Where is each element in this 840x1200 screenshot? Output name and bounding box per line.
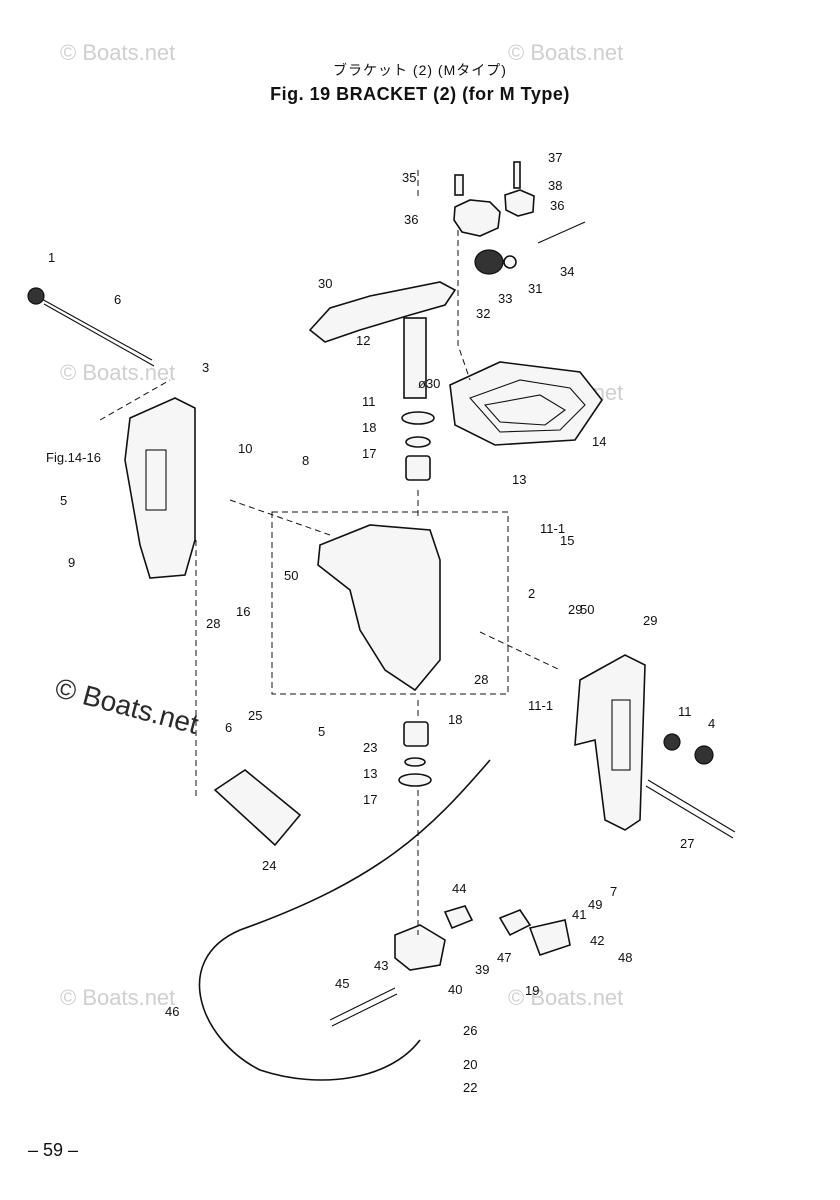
part-callout: 22: [463, 1080, 477, 1095]
part-callout: 16: [236, 604, 250, 619]
part-callout: 32: [476, 306, 490, 321]
part-callout: 39: [475, 962, 489, 977]
part-callout: 18: [448, 712, 462, 727]
part-callout: 2: [528, 586, 535, 601]
watermark: © Boats.net: [60, 40, 176, 65]
part-callout: 14: [592, 434, 606, 449]
part-callout: 29: [643, 613, 657, 628]
part-callout: 17: [363, 792, 377, 807]
page-number: – 59 –: [28, 1140, 79, 1160]
part-callout: 50: [580, 602, 594, 617]
lower-cover-outline: [449, 361, 603, 446]
part-callout: 17: [362, 446, 376, 461]
part-callout: 18: [362, 420, 376, 435]
figure-title: Fig. 19 BRACKET (2) (for M Type): [270, 84, 570, 104]
part-callout: 31: [528, 281, 542, 296]
part-callout: 27: [680, 836, 694, 851]
part-callout: ø30: [418, 376, 440, 391]
part-callout: 35: [402, 170, 416, 185]
part-callout: 5: [60, 493, 67, 508]
part-callout: 4: [708, 716, 715, 731]
part-callout: 5: [318, 724, 325, 739]
part-callout: 6: [114, 292, 121, 307]
part-callout: 42: [590, 933, 604, 948]
swivel-bracket: [317, 524, 441, 692]
mount-rubber: [474, 249, 504, 275]
part-callout: 9: [68, 555, 75, 570]
part-callout: 12: [356, 333, 370, 348]
part-callout: 36: [550, 198, 564, 213]
part-callout: 6: [225, 720, 232, 735]
part-callout: 38: [548, 178, 562, 193]
part-callout: 3: [202, 360, 209, 375]
steering-plate: [308, 281, 457, 343]
part-callout: 28: [206, 616, 220, 631]
part-callout: Fig.14-16: [46, 450, 101, 465]
figure-title-japanese: ブラケット (2) (Mタイプ): [333, 62, 507, 78]
ground-cable: [198, 759, 491, 1081]
bracket-left: [124, 397, 196, 579]
part-callout: 13: [363, 766, 377, 781]
part-callout: 47: [497, 950, 511, 965]
part-callout: 11: [362, 394, 376, 409]
part-callout: 23: [363, 740, 377, 755]
part-callout: 1: [48, 250, 55, 265]
part-callout: 37: [548, 150, 562, 165]
part-callout: 11-1: [540, 521, 565, 536]
part-callout: 41: [572, 907, 586, 922]
part-callout: 13: [512, 472, 526, 487]
part-callout: 26: [463, 1023, 477, 1038]
mount-upper: [453, 199, 501, 237]
part-callout: 11-1: [528, 698, 553, 713]
part-callout: 7: [610, 884, 617, 899]
part-callout: 50: [284, 568, 298, 583]
part-callout: 48: [618, 950, 632, 965]
part-callout: 36: [404, 212, 418, 227]
mount-cover: [504, 189, 535, 217]
part-callout: 19: [525, 983, 539, 998]
part-callout: 25: [248, 708, 262, 723]
watermark: © Boats.net: [60, 360, 176, 385]
lower-mount: [394, 924, 446, 971]
watermark: © Boats.net: [508, 40, 624, 65]
steering-shaft: [403, 317, 427, 399]
part-callout: 46: [165, 1004, 179, 1019]
plate: [213, 769, 302, 847]
part-callout: 44: [452, 881, 466, 896]
part-callout: 15: [560, 533, 574, 548]
part-callout: 33: [498, 291, 512, 306]
part-callout: 45: [335, 976, 349, 991]
bracket-right: [574, 654, 646, 831]
part-callout: 40: [448, 982, 462, 997]
part-callout: 43: [374, 958, 388, 973]
part-callout: 34: [560, 264, 574, 279]
watermark: © Boats.net: [508, 985, 624, 1010]
part-callout: 11: [678, 704, 692, 719]
part-callout: 8: [302, 453, 309, 468]
part-callout: 28: [474, 672, 488, 687]
part-callout: 29: [568, 602, 582, 617]
part-callout: 49: [588, 897, 602, 912]
part-callout: 24: [262, 858, 276, 873]
watermark: © Boats.net: [60, 985, 176, 1010]
part-callout: 10: [238, 441, 252, 456]
part-callout: 30: [318, 276, 332, 291]
part-callout: 20: [463, 1057, 477, 1072]
